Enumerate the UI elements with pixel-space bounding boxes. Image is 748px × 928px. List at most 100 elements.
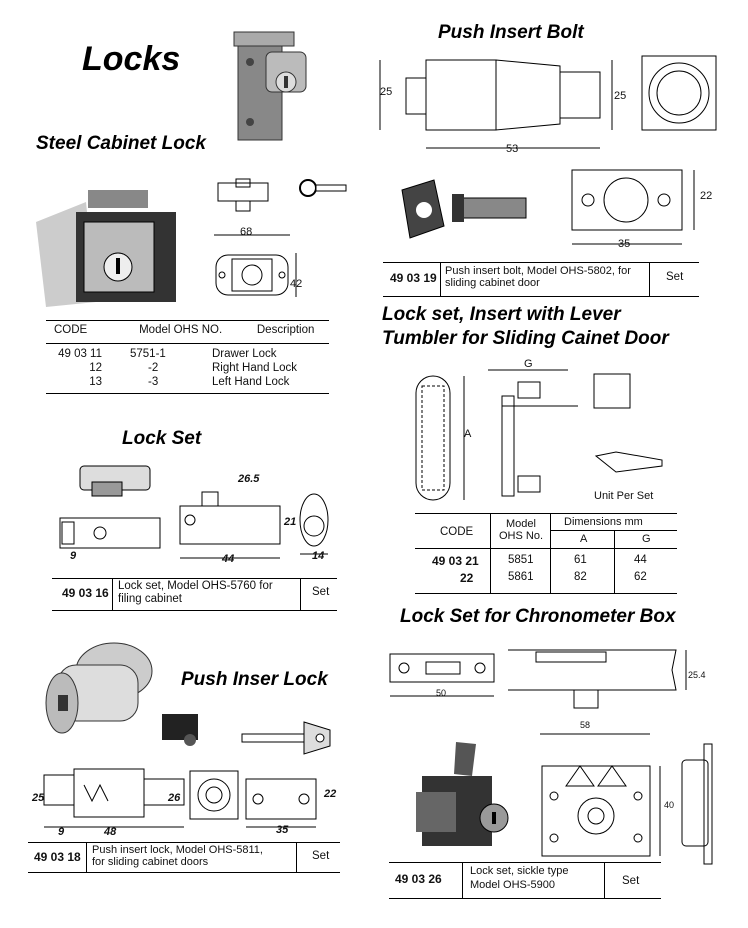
steel-cabinet-table: CODE Model OHS NO. Description <box>48 323 330 337</box>
table-row: 12 -2 Right Hand Lock <box>89 362 298 374</box>
lever-col-code: CODE <box>440 526 474 538</box>
dim-26: 26 <box>168 792 181 804</box>
section-title-push-lock: Push Inser Lock <box>181 669 328 690</box>
section-title-steel-cabinet: Steel Cabinet Lock <box>36 133 206 154</box>
divider <box>46 320 329 321</box>
divider <box>415 593 677 594</box>
lever-col-dims: Dimensions mm <box>564 516 643 528</box>
divider <box>550 513 551 593</box>
chronometer-lock-front-drawing <box>540 733 713 865</box>
lock-set-drawing <box>59 465 329 559</box>
divider <box>86 842 87 872</box>
push-lock-unit: Set <box>312 850 330 862</box>
divider <box>52 610 337 611</box>
push-lock-photo <box>45 642 153 734</box>
divider <box>383 262 699 263</box>
divider <box>490 513 491 593</box>
divider <box>46 393 329 394</box>
lever-col-g: G <box>642 533 651 545</box>
chronometer-description-1: Lock set, sickle type <box>470 865 569 877</box>
push-lock-description-2: for sliding cabinet doors <box>92 856 209 868</box>
push-bolt-unit: Set <box>666 271 684 283</box>
section-title-push-bolt: Push Insert Bolt <box>438 22 584 43</box>
lock-set-description: Lock set, Model OHS-5760 for filing cabi… <box>118 580 273 605</box>
steel-cabinet-lock-photo <box>36 190 176 307</box>
page-title: Locks <box>82 40 181 78</box>
key-icon <box>299 179 347 197</box>
push-bolt-description: Push insert bolt, Model OHS-5802, for sl… <box>445 265 631 289</box>
divider <box>52 578 337 579</box>
divider <box>604 862 605 898</box>
key-icon <box>241 721 331 755</box>
dim-26-5: 26.5 <box>238 473 260 485</box>
dim-50: 50 <box>436 688 447 698</box>
dim-9: 9 <box>58 826 65 838</box>
push-lock-insert-photo <box>162 714 198 746</box>
chronometer-lock-drawing <box>389 649 687 709</box>
chronometer-unit: Set <box>622 875 640 887</box>
divider <box>28 842 340 843</box>
table-header: CODE Model OHS NO. Description <box>48 323 330 337</box>
divider <box>614 530 615 593</box>
divider <box>389 898 661 899</box>
divider <box>296 842 297 872</box>
col-code: CODE <box>54 324 88 336</box>
dim-25-right: 25 <box>614 90 627 102</box>
table-row: 13 -3 Left Hand Lock <box>89 376 290 388</box>
dim-58: 58 <box>580 720 591 730</box>
lever-col-a: A <box>580 533 588 545</box>
dim-40: 40 <box>664 800 675 810</box>
chronometer-lock-photo <box>416 742 509 846</box>
dim-53: 53 <box>506 143 519 155</box>
push-bolt-drawing <box>379 55 717 149</box>
dim-35: 35 <box>618 238 631 250</box>
divider <box>46 343 329 344</box>
divider <box>389 862 661 863</box>
lock-set-code: 49 03 16 <box>62 586 109 600</box>
divider <box>383 296 699 297</box>
dim-22: 22 <box>700 190 713 202</box>
table-row: 49 03 11 5751-1 Drawer Lock <box>58 348 277 360</box>
dim-68: 68 <box>240 226 253 238</box>
steel-cabinet-lock-drawing <box>214 178 297 297</box>
chronometer-code: 49 03 26 <box>395 872 442 886</box>
dim-g: G <box>524 358 533 370</box>
dim-21: 21 <box>284 516 297 528</box>
dim-25-4: 25.4 <box>688 670 706 680</box>
push-lock-code: 49 03 18 <box>34 850 81 864</box>
push-lock-drawing <box>43 768 317 828</box>
unit-note: Unit Per Set <box>594 490 654 502</box>
lock-set-unit: Set <box>312 586 330 598</box>
push-bolt-plate-drawing <box>571 169 695 245</box>
dim-35: 35 <box>276 824 289 836</box>
push-bolt-photo <box>401 179 527 239</box>
dim-42: 42 <box>290 278 303 290</box>
push-lock-description-1: Push insert lock, Model OHS-5811, <box>92 844 263 856</box>
dim-9: 9 <box>70 550 77 562</box>
steel-cabinet-rows: 49 03 11 5751-1 Drawer Lock 12 -2 Right … <box>48 347 330 389</box>
dim-22: 22 <box>324 788 337 800</box>
divider <box>649 262 650 296</box>
divider <box>415 548 677 549</box>
divider <box>550 530 677 531</box>
divider <box>28 872 340 873</box>
dim-25-left: 25 <box>380 86 393 98</box>
col-desc: Description <box>256 324 315 336</box>
divider <box>415 513 677 514</box>
chronometer-description-2: Model OHS-5900 <box>470 879 555 891</box>
divider <box>112 578 113 610</box>
dim-25: 25 <box>32 792 45 804</box>
section-title-lock-set: Lock Set <box>122 428 202 449</box>
dim-48: 48 <box>104 826 117 838</box>
lever-col-model: Model OHS No. <box>498 518 543 542</box>
section-title-lever-1: Lock set, Insert with Lever <box>382 304 621 325</box>
divider <box>300 578 301 610</box>
dim-44: 44 <box>222 553 235 565</box>
dim-a: A <box>464 428 472 440</box>
divider <box>462 862 463 898</box>
col-model: Model OHS NO. <box>139 324 223 336</box>
divider <box>440 262 441 296</box>
section-title-lever-2: Tumbler for Sliding Cainet Door <box>382 328 669 349</box>
lever-lock-drawing <box>415 369 663 501</box>
push-bolt-code: 49 03 19 <box>390 271 437 285</box>
